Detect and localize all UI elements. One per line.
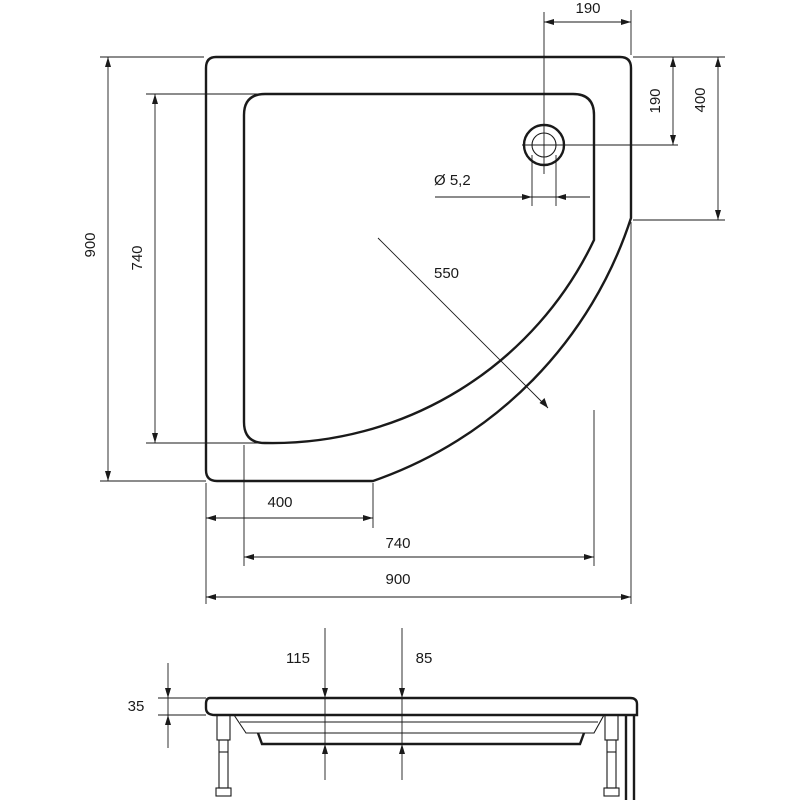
dim-bottom-offset: 400 [267,494,292,511]
side-view: 35 115 85 [128,628,639,800]
dim-side-right-marker: 85 [416,650,433,667]
top-view: 190 190 400 Ø 5,2 550 900 [82,0,725,604]
dim-inner-width: 740 [385,535,410,552]
dim-inner-height: 740 [129,245,146,270]
right-support-leg [603,714,620,797]
dim-side-left-marker: 115 [286,650,310,667]
dim-corner-offset-y: 400 [692,87,709,112]
dim-drain-offset-x: 190 [575,0,600,17]
dim-overall-width: 900 [385,571,410,588]
tray-rim-profile [204,696,639,717]
dim-drain-offset-y: 190 [647,88,664,113]
tray-inner-basin [242,92,596,445]
dim-overall-height: 900 [82,232,99,257]
dim-drain-diameter: Ø 5,2 [434,172,471,189]
tray-basin-profile [233,714,605,734]
front-apron-panel [624,715,636,800]
tray-outer-outline [204,55,633,483]
tray-basin-bottom [256,732,586,746]
dim-side-height: 35 [128,698,145,715]
left-support-leg [215,714,232,797]
dim-radius: 550 [434,265,459,282]
